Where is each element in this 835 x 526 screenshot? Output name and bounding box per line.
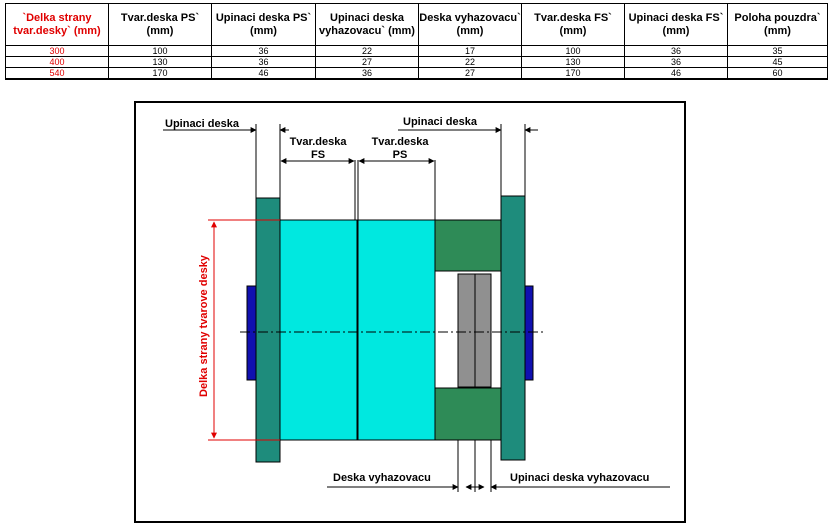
ejector-housing-bottom [434, 387, 502, 441]
table-header-cell: Upinaci deska FS` (mm) [624, 3, 728, 46]
label-upinaci-deska-right: Upinaci deska [403, 116, 478, 128]
table-header-cell: Upinaci deska vyhazovacu` (mm) [315, 3, 419, 46]
diagram-frame [134, 101, 686, 523]
table-header-cell: Upinaci deska PS` (mm) [211, 3, 316, 46]
table-cell: 60 [727, 67, 828, 80]
table-header-cell: Poloha pouzdra` (mm) [727, 3, 828, 46]
table-header-cell: Tvar.deska PS` (mm) [108, 3, 212, 46]
ejector-retainer-plate [474, 273, 492, 388]
ejector-housing-top [434, 219, 502, 272]
dimension-delka-strany [208, 219, 280, 441]
label-tvar-deska-ps-line2: PS [393, 149, 408, 161]
ejector-plate [457, 273, 476, 388]
label-tvar-deska-fs-line1: Tvar.deska [290, 136, 348, 148]
label-tvar-deska-ps-line1: Tvar.deska [372, 136, 430, 148]
clamp-plate-ps [500, 195, 526, 461]
table-cell: 35 [727, 45, 828, 57]
table-cell: 45 [727, 56, 828, 68]
table-header-cell: Tvar.deska FS` (mm) [521, 3, 625, 46]
table-header-row: `Delka strany tvar.desky` (mm)Tvar.deska… [5, 3, 828, 46]
label-upinaci-deska-left: Upinaci deska [165, 118, 240, 130]
label-tvar-deska-fs-line2: FS [311, 149, 325, 161]
clamp-plate-fs [255, 197, 281, 463]
label-upinaci-deska-vyhazovacu: Upinaci deska vyhazovacu [510, 472, 649, 484]
label-deska-vyhazovacu: Deska vyhazovacu [333, 472, 431, 484]
table-header-cell: Deska vyhazovacu` (mm) [418, 3, 522, 46]
cavity-plate-ps [357, 219, 436, 441]
cavity-plate-fs [279, 219, 358, 441]
table-header-cell: `Delka strany tvar.desky` (mm) [5, 3, 109, 46]
dimension-table: `Delka strany tvar.desky` (mm)Tvar.deska… [5, 3, 828, 80]
extension-lines [255, 124, 526, 492]
label-delka-strany: Delka strany tvarove desky [198, 254, 210, 397]
